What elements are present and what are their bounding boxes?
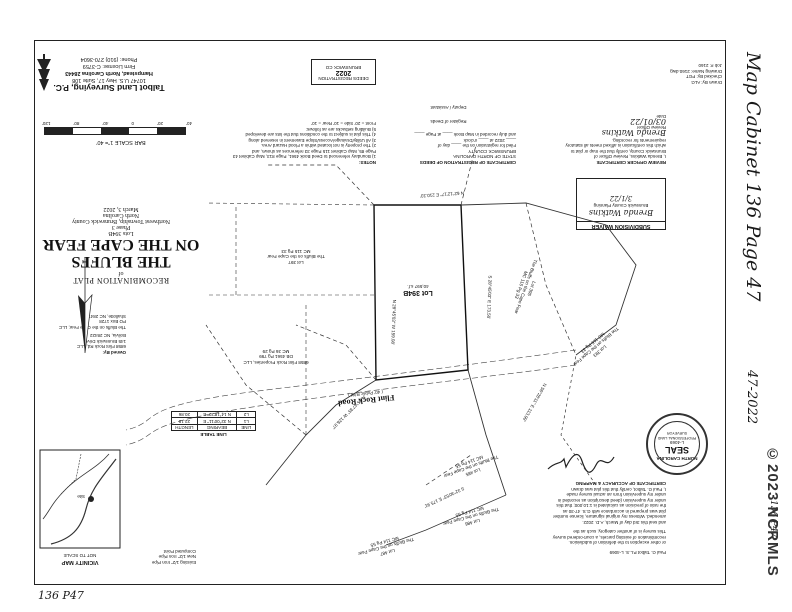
lot-name: Lot 397: [288, 260, 304, 265]
plat-lines: [125, 144, 637, 546]
handwritten-page-ref: 136 P47: [768, 500, 778, 538]
north-arrow-icon: [78, 257, 93, 354]
lot-ref: MC 115 Pg 33: [281, 248, 311, 254]
surveyor-signature: [547, 453, 615, 473]
lot-area: 40,597 s.f.: [407, 284, 429, 290]
parcel-name: 6858 Flint Rock Properties, LLC: [243, 360, 309, 365]
vicinity-map-drawing: [39, 449, 121, 549]
vicinity-map: VICINITY MAP NOT TO SCALE Site: [39, 445, 121, 565]
tree-logo-icon: [37, 54, 51, 91]
handwritten-bottom-left: 136 P47: [38, 589, 84, 602]
handwritten-map-cabinet: Map Cabinet 136 Page 47: [742, 52, 764, 302]
parcel-ref: MC 36 Pg 29: [262, 348, 290, 354]
plat-drawing: Talbot Land Surveying, P.C. 10747 U.S. H…: [34, 40, 726, 585]
watermark: ©2023 NCRMLS: [764, 446, 781, 577]
plat-sheet: [34, 40, 726, 585]
handwritten-reference: 47-2022: [744, 370, 759, 425]
lot-label: Lot 394B 40,597 s.f.: [378, 284, 458, 296]
lot-owner: The Bluffs on the Cape Fear: [267, 254, 325, 260]
lot-label: Lot 397 The Bluffs on the Cape Fear MC 1…: [256, 248, 336, 265]
parcel-ref: DB 4561 Pg 799: [259, 354, 293, 360]
parcel-llc-label: 6858 Flint Rock Properties, LLC DB 4561 …: [226, 348, 326, 365]
lot-name: Lot 394B: [403, 289, 433, 296]
